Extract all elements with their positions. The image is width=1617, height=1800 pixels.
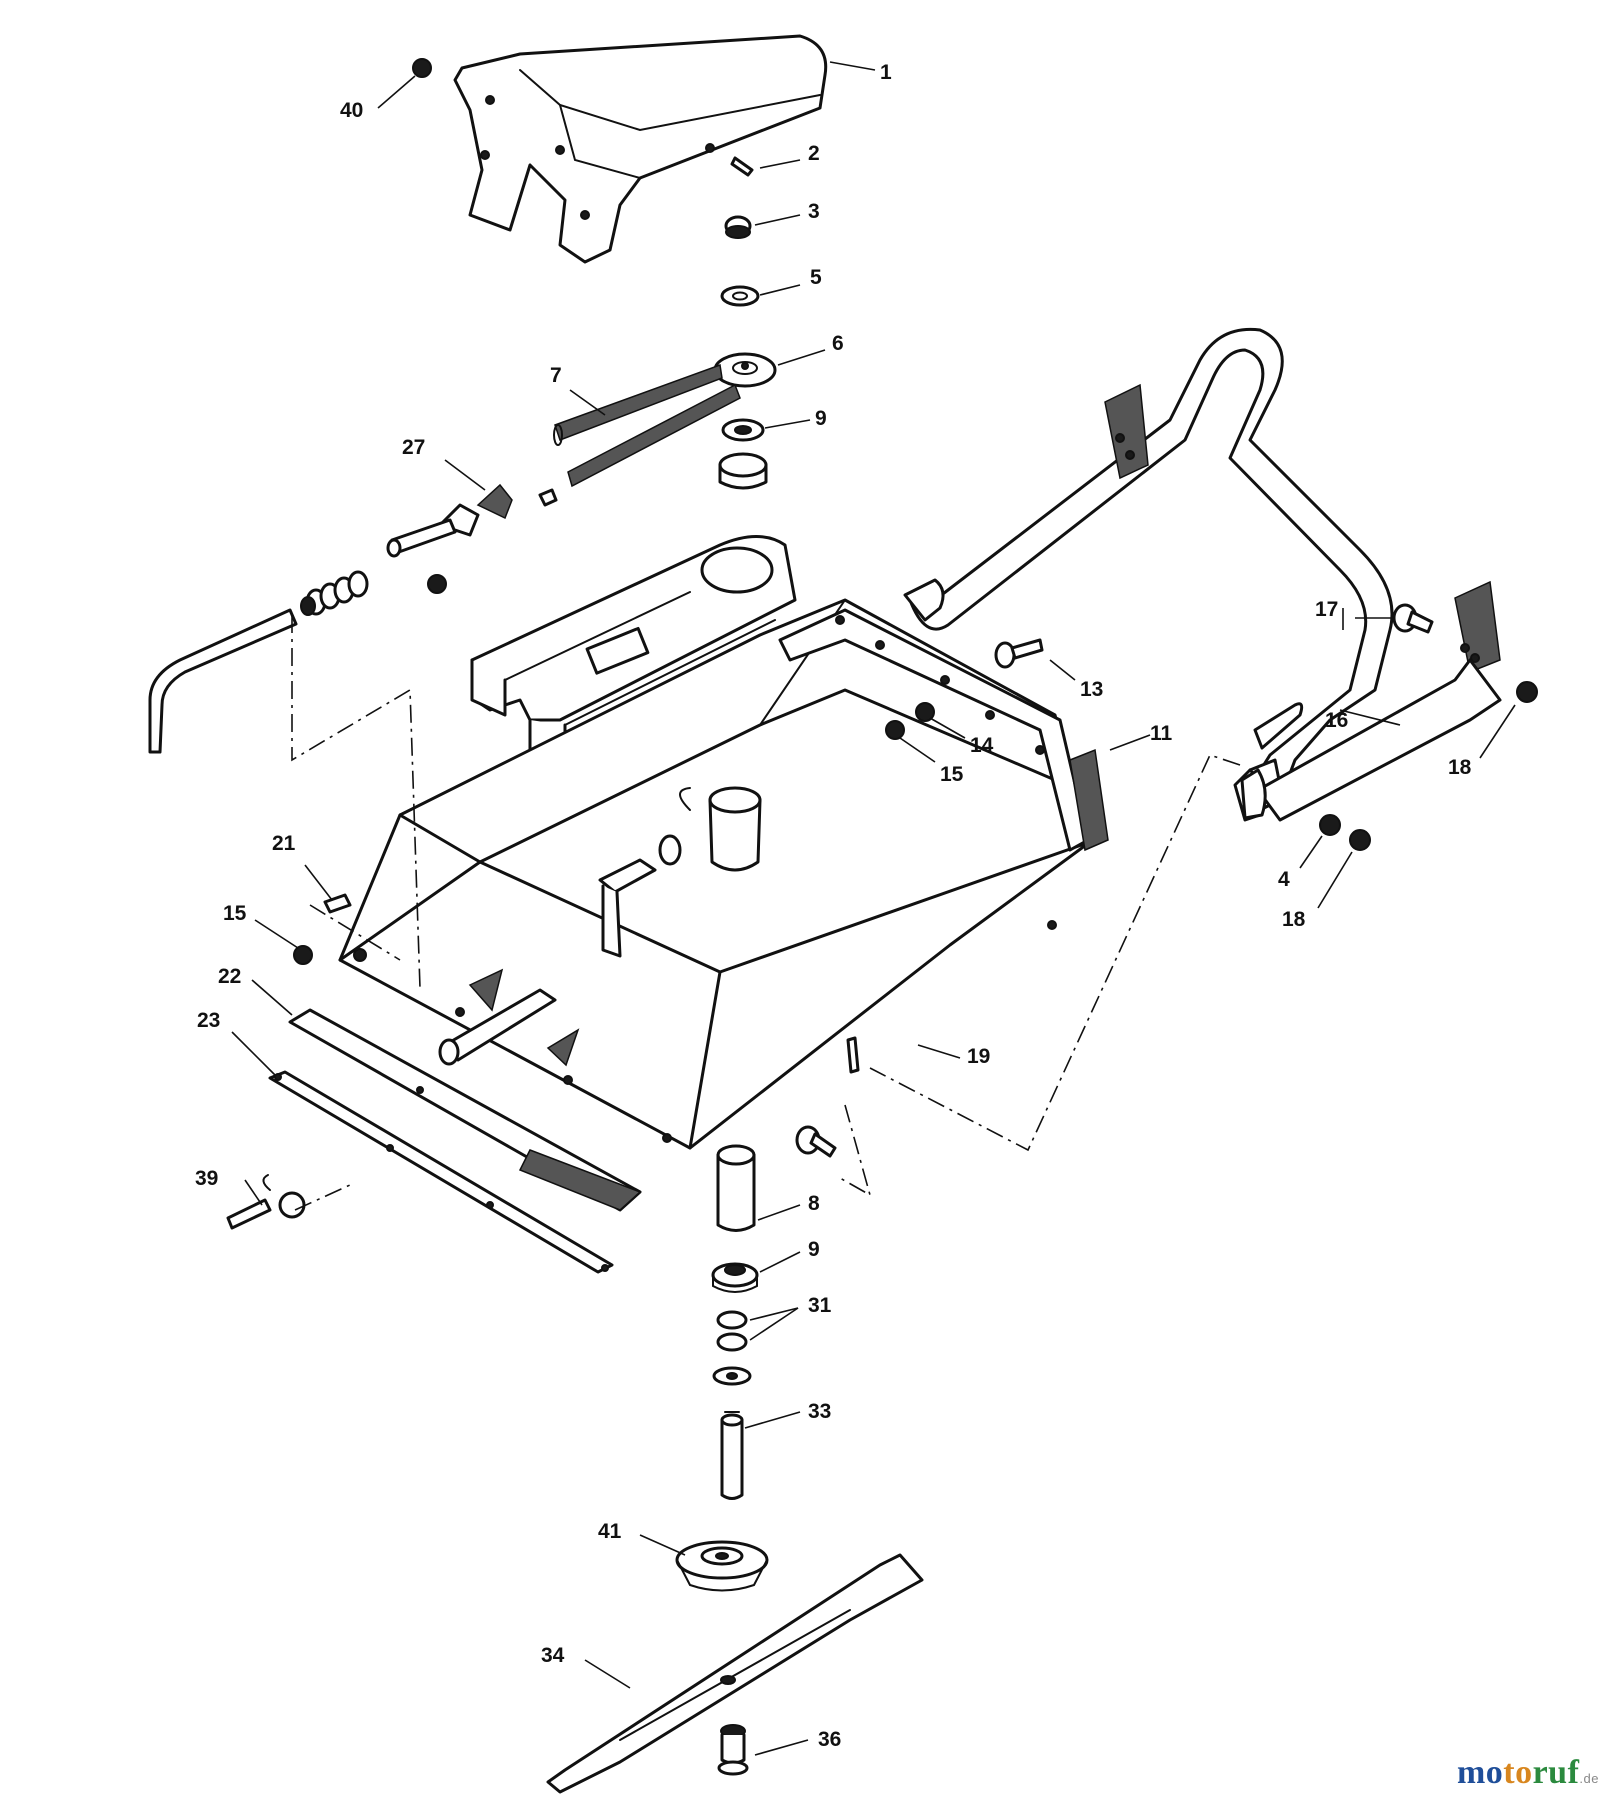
part-34-blade: [546, 1553, 924, 1794]
brand-ruf: ruf: [1532, 1754, 1580, 1791]
callout-21: 21: [272, 832, 296, 855]
brand-to: to: [1503, 1754, 1533, 1791]
callout-4: 4: [1278, 868, 1290, 891]
callout-41: 41: [598, 1520, 622, 1543]
deck-slot: [846, 1036, 860, 1074]
deck-bolt: [795, 1125, 837, 1158]
callout-18-upper: 18: [1448, 756, 1472, 779]
callout-39: 39: [195, 1167, 218, 1190]
callout-1: 1: [880, 61, 892, 84]
lever-spring: [300, 570, 369, 616]
part-7-drive-belt: [553, 363, 741, 488]
part-27-lever-bracket: [386, 483, 558, 558]
callout-14: 14: [970, 734, 994, 757]
part-8-spindle-housing: [716, 1144, 756, 1232]
part-15-nut-lower: [293, 945, 313, 965]
part-13-bolt-washer: [994, 638, 1044, 669]
callout-31: 31: [808, 1294, 832, 1317]
callout-36: 36: [818, 1728, 841, 1751]
part-2-screw: [730, 156, 754, 177]
part-40-knob: [412, 58, 432, 78]
part-9-bearing-upper: [721, 418, 765, 442]
part-33-spindle-shaft: [720, 1411, 744, 1500]
deck-mount-left: [438, 968, 580, 1067]
part-15-nut-upper: [885, 720, 905, 740]
assembly-line-rail: [294, 1184, 351, 1211]
part-17-bolt: [1392, 603, 1434, 634]
part-21-screw: [323, 893, 352, 914]
callout-22: 22: [218, 965, 241, 988]
part-31-washers: [712, 1310, 752, 1386]
callout-34: 34: [541, 1644, 565, 1667]
callout-27: 27: [402, 436, 425, 459]
adjustment-rod: [148, 608, 298, 754]
part-5-bearing: [720, 285, 760, 307]
part-16-handle-bar: [903, 327, 1501, 822]
deck-pin-block: [598, 834, 682, 958]
callout-40: 40: [340, 99, 363, 122]
part-9-bearing-lower: [711, 1262, 759, 1293]
part-23-rail: [268, 1070, 614, 1274]
callout-11: 11: [1150, 722, 1173, 745]
callout-15-upper: 15: [940, 763, 964, 786]
callout-8: 8: [808, 1192, 820, 1215]
callout-7: 7: [550, 364, 562, 387]
callout-6: 6: [832, 332, 844, 355]
callout-9-lower: 9: [808, 1238, 820, 1261]
part-18-nut-lower: [1349, 829, 1371, 851]
part-3-nut: [724, 215, 752, 239]
callout-2: 2: [808, 142, 820, 165]
part-1-top-cover: [453, 34, 828, 264]
brand-logo[interactable]: motoruf.de: [1457, 1754, 1599, 1792]
callout-13: 13: [1080, 678, 1103, 701]
lever-knob: [427, 574, 447, 594]
assembly-line-bolt: [839, 1104, 872, 1197]
part-39-spring-clip: [226, 1174, 306, 1230]
leader-lines: [231, 61, 1516, 1756]
part-22-side-plate: [288, 1008, 642, 1212]
assembly-line-center: [309, 904, 401, 961]
callout-3: 3: [808, 200, 820, 223]
callout-18-lower: 18: [1282, 908, 1306, 931]
deck-cup: [679, 786, 762, 872]
part-41-blade-hub: [675, 1540, 769, 1592]
callout-16: 16: [1325, 709, 1348, 732]
brand-mo: mo: [1456, 1754, 1504, 1791]
spacer-upper: [718, 452, 768, 490]
callout-5: 5: [810, 266, 822, 289]
assembly-line-left: [291, 615, 421, 989]
part-18-nut-upper: [1516, 681, 1538, 703]
callout-17: 17: [1315, 598, 1338, 621]
part-14-nut: [915, 702, 935, 722]
callout-9: 9: [815, 407, 827, 430]
callout-19: 19: [967, 1045, 990, 1068]
callout-15-lower: 15: [223, 902, 247, 925]
part-4-nut: [1319, 814, 1341, 836]
callout-23: 23: [197, 1009, 220, 1032]
part-36-blade-bolt: [717, 1724, 749, 1776]
callout-33: 33: [808, 1400, 831, 1423]
part-6-pulley: [713, 352, 777, 388]
assembly-line-right: [869, 754, 1241, 1152]
belt-cover-plate: [470, 535, 797, 762]
handle-bar-right-arm: [1240, 658, 1502, 822]
brand-tld: .de: [1579, 1771, 1599, 1786]
part-11-grille: [1069, 748, 1109, 852]
